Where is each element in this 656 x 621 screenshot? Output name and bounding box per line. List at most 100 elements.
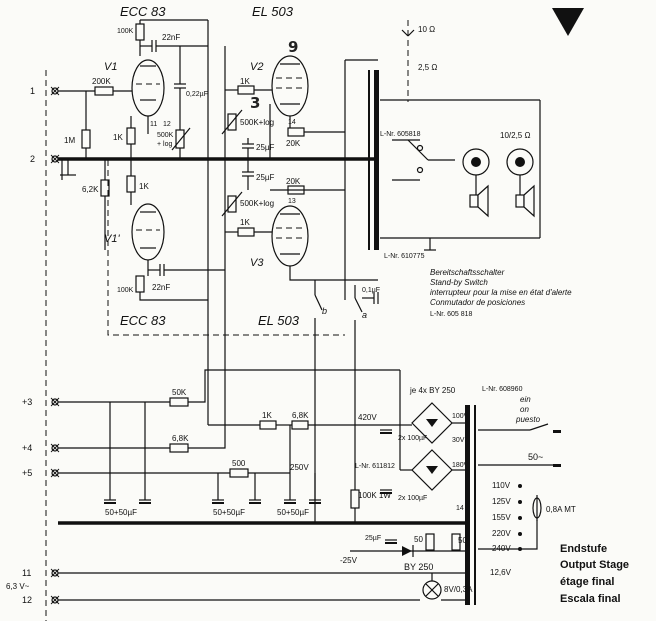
tap-110v: 110V xyxy=(492,481,511,490)
terminal-11[interactable] xyxy=(50,568,60,578)
standby-switch-b[interactable] xyxy=(314,294,323,311)
label-mains: 50~ xyxy=(528,452,543,462)
capacitor-25uf-a xyxy=(242,138,254,159)
label-neg25v: -25V xyxy=(340,556,358,565)
label-lnr-choke: L-Nr. 611812 xyxy=(355,463,395,470)
label-180v: 180V xyxy=(452,462,469,469)
capacitor-01uf xyxy=(362,292,379,304)
tap-125v: 125V xyxy=(492,497,511,506)
label-22nf-top: 22nF xyxy=(162,33,180,42)
resistor-20k-a xyxy=(287,127,305,137)
capacitor-22nf-bot xyxy=(148,264,225,276)
capacitor-22nf-top xyxy=(140,40,208,52)
output-switch-contact-a[interactable] xyxy=(416,144,424,152)
tube-v3-label: V3 xyxy=(250,257,264,269)
terminal-1[interactable] xyxy=(50,86,60,96)
capacitor-25uf-neg xyxy=(385,539,397,544)
label-30v: 30V xyxy=(452,437,465,444)
standby-lnr: L-Nr. 605 818 xyxy=(430,311,473,318)
capacitor-022uf xyxy=(174,83,186,89)
terminal-4-label: +4 xyxy=(22,443,32,453)
label-1k-v2: 1K xyxy=(240,77,250,86)
label-25uf-a: 25µF xyxy=(256,143,275,152)
hand-three: 3 xyxy=(250,94,260,112)
standby-fr: interrupteur pour la mise en état d'aler… xyxy=(430,288,572,297)
terminal-3[interactable] xyxy=(50,397,60,407)
tap-220v: 220V xyxy=(492,529,511,538)
label-1k-v1: 1K xyxy=(113,133,123,142)
label-10ohm: 10 Ω xyxy=(418,25,435,34)
label-25ohm: 2,5 Ω xyxy=(418,63,437,72)
output-transformer-core-a xyxy=(374,70,379,250)
label-1k-v3: 1K xyxy=(240,218,250,227)
label-fuse: 0,8A MT xyxy=(546,505,576,514)
label-2x100-a: 2x 100µF xyxy=(398,435,427,442)
resistor-500 xyxy=(229,468,249,478)
label-pot-500k-b: 500K+log xyxy=(240,199,274,208)
label-20k-b: 20K xyxy=(286,177,301,186)
output-transformer-core-b xyxy=(368,70,370,250)
ground-symbol xyxy=(60,159,76,176)
tube-v2-envelope xyxy=(271,55,309,117)
pin-11: 11 xyxy=(150,121,157,128)
label-01uf: 0,1µF xyxy=(362,287,380,294)
resistor-1k-sup xyxy=(259,420,277,430)
resistor-100k-1w xyxy=(350,489,360,509)
mains-switch[interactable] xyxy=(529,423,549,431)
tap-155v: 155V xyxy=(492,513,511,522)
label-20k-a: 20K xyxy=(286,139,301,148)
label-cap-pair-1: 50+50µF xyxy=(105,508,137,517)
terminal-2[interactable] xyxy=(50,154,60,164)
label-100k-bot: 100K xyxy=(117,287,134,294)
pin-13: 13 xyxy=(288,198,296,205)
tube-v1-envelope xyxy=(131,59,165,117)
standby-es: Conmutador de posiciones xyxy=(430,298,525,307)
label-62k: 6,2K xyxy=(82,185,99,194)
pot-500k-mid[interactable] xyxy=(175,129,185,149)
tube-v1-label: V1 xyxy=(104,61,117,73)
speaker-2-icon xyxy=(515,184,535,218)
terminal-3-label: +3 xyxy=(22,397,32,407)
label-2x100-b: 2x 100µF xyxy=(398,495,427,502)
label-22nf-bot: 22nF xyxy=(152,283,170,292)
label-200k: 200K xyxy=(92,77,111,86)
caption-en: Output Stage xyxy=(560,559,629,571)
label-sw-b: b xyxy=(322,306,327,316)
label-switch-en: on xyxy=(520,405,529,414)
speaker-1-icon xyxy=(469,184,489,218)
bridge-rectifier-1 xyxy=(411,402,453,444)
output-switch-contact-b[interactable] xyxy=(416,166,424,174)
capacitor-pair-2 xyxy=(212,499,261,504)
resistor-1k-v2 xyxy=(237,85,255,95)
corner-triangle xyxy=(552,8,584,36)
bridge-rectifier-2 xyxy=(411,449,453,491)
capacitor-pair-3 xyxy=(284,499,321,504)
resistor-1k-v3 xyxy=(237,227,255,237)
power-transformer-core-a xyxy=(465,405,470,605)
label-100v: 100V xyxy=(452,413,469,420)
terminal-12-label: 12 xyxy=(22,595,32,605)
label-50k: 50K xyxy=(172,388,187,397)
label-pot-log-mid: + log xyxy=(157,141,172,148)
terminal-12[interactable] xyxy=(50,595,60,605)
label-tap-14: 14 xyxy=(456,505,464,512)
label-1k-sup: 1K xyxy=(262,411,272,420)
label-250v: 250V xyxy=(290,463,309,472)
terminal-5[interactable] xyxy=(50,468,60,478)
tube-v2-label: V2 xyxy=(250,61,263,73)
resistor-68k-sup xyxy=(291,420,309,430)
terminal-4[interactable] xyxy=(50,443,60,453)
label-100k-top: 100K xyxy=(117,28,134,35)
resistor-1m xyxy=(81,129,91,149)
label-1k-mid: 1K xyxy=(139,182,149,191)
capacitor-25uf-b xyxy=(242,159,254,190)
label-50-b: 50 xyxy=(458,536,467,545)
label-25uf-neg: 25µF xyxy=(365,535,381,542)
label-14: 14 xyxy=(288,119,296,126)
label-68k-left: 6,8K xyxy=(172,434,189,443)
fuse-icon xyxy=(532,495,542,521)
v1-type-label: ECC 83 xyxy=(120,4,166,19)
standby-switch-a[interactable] xyxy=(354,297,363,313)
label-pot-500k-mid: 500K xyxy=(157,132,174,139)
